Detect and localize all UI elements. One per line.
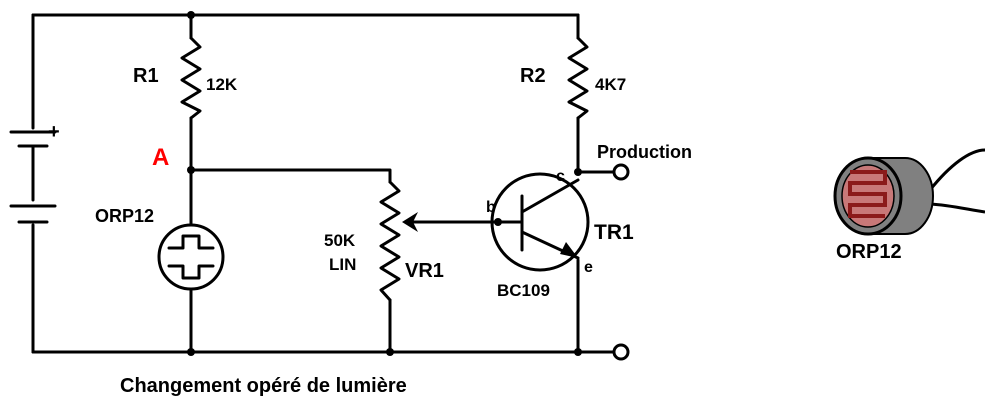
resistor-r2-icon: R2 4K7 <box>520 36 626 120</box>
r2-name-label: R2 <box>520 65 546 87</box>
output-label: Production <box>597 142 692 162</box>
pin-e-label: e <box>584 259 593 276</box>
potentiometer-icon: 50K LIN VR1 <box>324 180 444 302</box>
pin-b-label: b <box>486 199 496 216</box>
junction-dots <box>187 11 582 356</box>
ldr-photo-label: ORP12 <box>836 241 902 263</box>
battery-icon: + <box>9 121 60 224</box>
terminal-icon: Production <box>597 142 692 361</box>
pot-type-label: LIN <box>329 255 356 274</box>
pot-name-label: VR1 <box>405 260 444 282</box>
pin-c-label: c <box>556 168 565 185</box>
pot-value-label: 50K <box>324 231 356 250</box>
r1-name-label: R1 <box>133 65 159 87</box>
npn-transistor-icon: b c e TR1 BC109 <box>486 168 634 300</box>
transistor-model-label: BC109 <box>497 281 550 300</box>
ldr-label: ORP12 <box>95 206 154 226</box>
node-a-label: A <box>152 144 169 171</box>
battery-plus-label: + <box>48 121 60 143</box>
ldr-icon: ORP12 <box>95 206 225 291</box>
r2-value-label: 4K7 <box>595 75 626 94</box>
resistor-r1-icon: R1 12K <box>133 36 238 120</box>
ldr-photo-icon: ORP12 <box>833 148 985 263</box>
transistor-name-label: TR1 <box>594 221 634 244</box>
r1-value-label: 12K <box>206 75 238 94</box>
caption: Changement opéré de lumière <box>120 375 407 397</box>
